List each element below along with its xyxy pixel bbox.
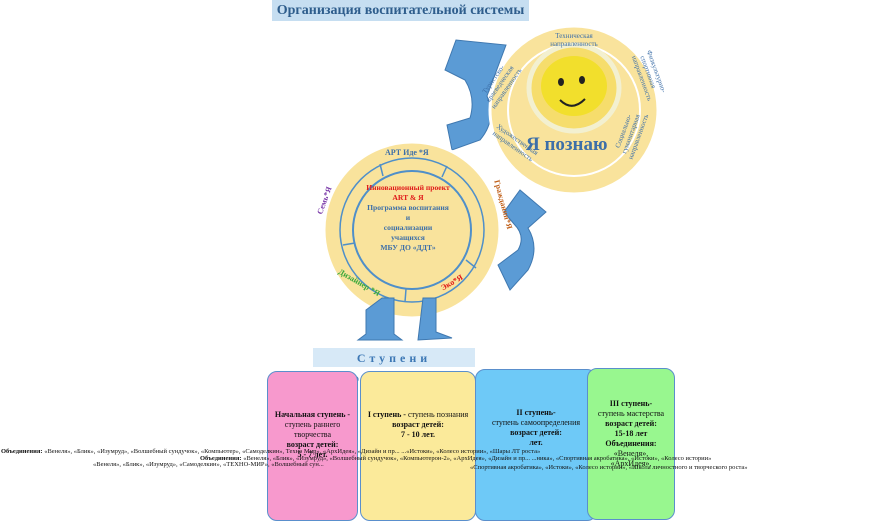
sector-technical: Техническая направленность: [550, 32, 598, 48]
card-age-label: возраст детей:: [392, 420, 444, 429]
card-third-step: III ступень- ступень мастерства возраст …: [587, 368, 675, 520]
steps-header: Ступени обучения: [313, 348, 475, 385]
ring-label-art: АРТ Иде *Я: [385, 148, 429, 157]
associations-row-2: Объединения: «Венеля», «Блик», «Изумруд»…: [200, 455, 712, 462]
card-second-step: II ступень- ступень самоопределения возр…: [475, 369, 597, 521]
center-text: Инновационный проект АRT & Я Программа в…: [352, 183, 464, 253]
left-leg: [356, 297, 404, 341]
center-line: социализации: [383, 223, 433, 232]
card-age-label: возраст детей:: [286, 440, 339, 449]
card-first-step: I ступень - ступень познания возраст дет…: [360, 371, 476, 521]
left-wheel: [322, 140, 502, 320]
center-line: МБУ ДО «ДДТ»: [380, 243, 436, 252]
card-title: II ступень-: [516, 408, 556, 417]
card-sub: ступень раннего творчества: [284, 420, 341, 439]
right-arrow: [497, 189, 547, 291]
associations-row-4: «Спортивная акробатика», «Истоки», «Коле…: [470, 464, 748, 471]
page-title: Организация воспитательной системы: [272, 0, 529, 21]
card-title: Начальная ступень -: [274, 410, 351, 419]
card-age: 7 - 10 лет.: [400, 430, 436, 439]
center-line: Инновационный проект: [366, 183, 450, 192]
card-age: лет.: [529, 438, 543, 447]
card-assoc: «Венеля»,: [613, 449, 649, 458]
associations-row-1: Объединения: «Венеля», «Блик», «Изумруд»…: [1, 448, 541, 455]
associations-row-3: «Венеля», «Блик», «Изумруд», «Самоделкин…: [93, 461, 324, 468]
card-initial-step: Начальная ступень - ступень раннего твор…: [267, 371, 358, 521]
right-wheel: [488, 24, 660, 196]
card-assoc-label: Объединения:: [605, 439, 657, 448]
center-line: АRT & Я: [392, 193, 424, 202]
card-title: I ступень -: [367, 410, 406, 419]
center-line: Программа воспитания: [367, 203, 449, 212]
right-leg: [417, 297, 453, 341]
card-age-label: возраст детей:: [605, 419, 657, 428]
wheel-big-label: Я познаю: [526, 134, 608, 155]
center-line: учащихся: [391, 233, 425, 242]
card-age-label: возраст детей:: [510, 428, 562, 437]
up-arrow: [444, 39, 507, 151]
card-age: 15-18 лет: [614, 429, 648, 438]
card-sub: ступень познания: [407, 410, 469, 419]
card-sub: ступень мастерства: [597, 409, 665, 418]
card-assoc: «АрхИдея»,: [610, 459, 652, 468]
center-line: и: [405, 213, 411, 222]
card-age: 5 - 7 лет.: [297, 450, 328, 459]
card-sub: ступень самоопределения: [491, 418, 581, 427]
card-title: III ступень-: [609, 399, 653, 408]
